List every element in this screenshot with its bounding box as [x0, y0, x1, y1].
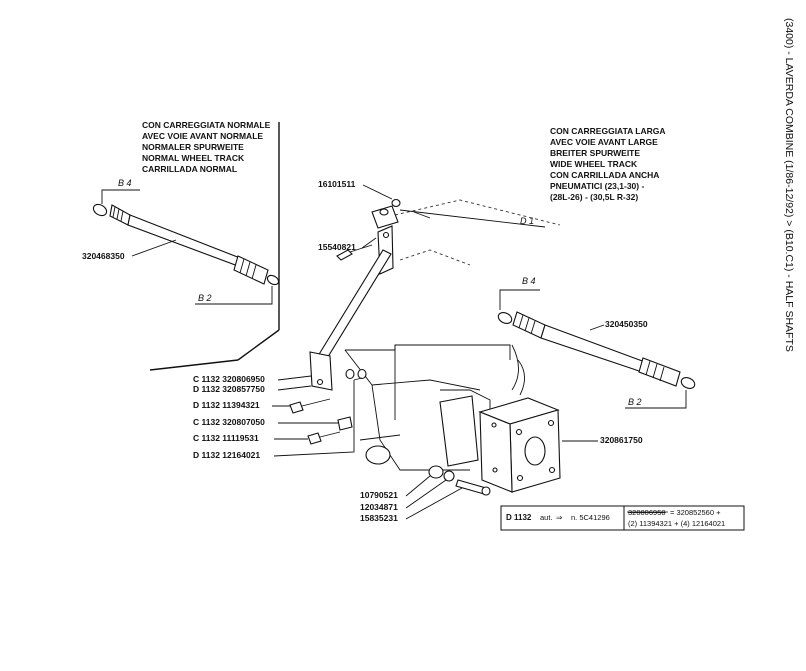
label-shaft-normal: 320468350 [82, 251, 125, 261]
half-shaft-wide [497, 311, 696, 389]
note-struck: 320806950 [628, 508, 666, 517]
label-flange: 320861750 [600, 435, 643, 445]
note-code: D 1132 [506, 513, 532, 522]
normal-track-frame [149, 122, 280, 371]
label-c1132-320806950: C 1132 320806950 [193, 374, 265, 384]
svg-text:CON CARREGGIATA LARGA: CON CARREGGIATA LARGA [550, 126, 666, 136]
label-c1132-320807050: C 1132 320807050 [193, 417, 265, 427]
svg-text:AVEC VOIE AVANT LARGE: AVEC VOIE AVANT LARGE [550, 137, 658, 147]
ref-b4-left: B 4 [118, 178, 132, 188]
axle-housing [344, 199, 561, 471]
svg-text:WIDE WHEEL TRACK: WIDE WHEEL TRACK [550, 159, 638, 169]
label-c1132-11119531: C 1132 11119531 [193, 433, 259, 443]
note-aut: aut. [540, 513, 553, 522]
svg-text:CARRILLADA NORMAL: CARRILLADA NORMAL [142, 164, 237, 174]
label-16101511: 16101511 [318, 179, 356, 189]
svg-text:AVEC VOIE AVANT NORMALE: AVEC VOIE AVANT NORMALE [142, 131, 263, 141]
stay-bar [309, 205, 399, 391]
part-labels: 16101511 D 1 15540821 C 1132 320806950 D… [193, 179, 546, 523]
label-d1132-12164021: D 1132 12164021 [193, 450, 260, 460]
ref-b2-left: B 2 [198, 293, 212, 303]
svg-text:CON CARREGGIATA NORMALE: CON CARREGGIATA NORMALE [142, 120, 271, 130]
svg-text:(28L-26) - (30,5L R-32): (28L-26) - (30,5L R-32) [550, 192, 638, 202]
ref-b4-right: B 4 [522, 276, 536, 286]
half-shaft-normal [92, 203, 280, 286]
svg-text:CON CARRILLADA ANCHA: CON CARRILLADA ANCHA [550, 170, 659, 180]
svg-text:PNEUMATICI (23,1-30) -: PNEUMATICI (23,1-30) - [550, 181, 644, 191]
wide-track-header: CON CARREGGIATA LARGA AVEC VOIE AVANT LA… [550, 126, 666, 202]
svg-text:BREITER SPURWEITE: BREITER SPURWEITE [550, 148, 640, 158]
fasteners-upper [336, 198, 431, 261]
svg-text:NORMAL WHEEL TRACK: NORMAL WHEEL TRACK [142, 153, 245, 163]
label-10790521: 10790521 [360, 490, 398, 500]
note-replacement: = 320852560 + [670, 508, 721, 517]
label-shaft-wide: 320450350 [605, 319, 648, 329]
flange-plate [478, 397, 561, 493]
note-line2: (2) 11394321 + (4) 12164021 [628, 519, 725, 528]
label-15540821: 15540821 [318, 242, 356, 252]
label-15835231: 15835231 [360, 513, 398, 523]
ref-d1: D 1 [520, 216, 534, 226]
note-serial: n. 5C41296 [571, 513, 610, 522]
normal-track-header: CON CARREGGIATA NORMALE AVEC VOIE AVANT … [142, 120, 271, 174]
label-d1132-320857750: D 1132 320857750 [193, 384, 265, 394]
note-table: D 1132 aut. ⇒ n. 5C41296 320806950 = 320… [500, 505, 745, 531]
label-d1132-11394321: D 1132 11394321 [193, 400, 260, 410]
ref-b2-right: B 2 [628, 397, 642, 407]
note-arrow: ⇒ [556, 513, 563, 522]
fasteners-lower [289, 368, 491, 496]
label-12034871: 12034871 [360, 502, 398, 512]
side-title: (3400) - LAVERDA COMBINE (1/86-12/92) > … [783, 18, 795, 352]
svg-text:NORMALER SPURWEITE: NORMALER SPURWEITE [142, 142, 244, 152]
